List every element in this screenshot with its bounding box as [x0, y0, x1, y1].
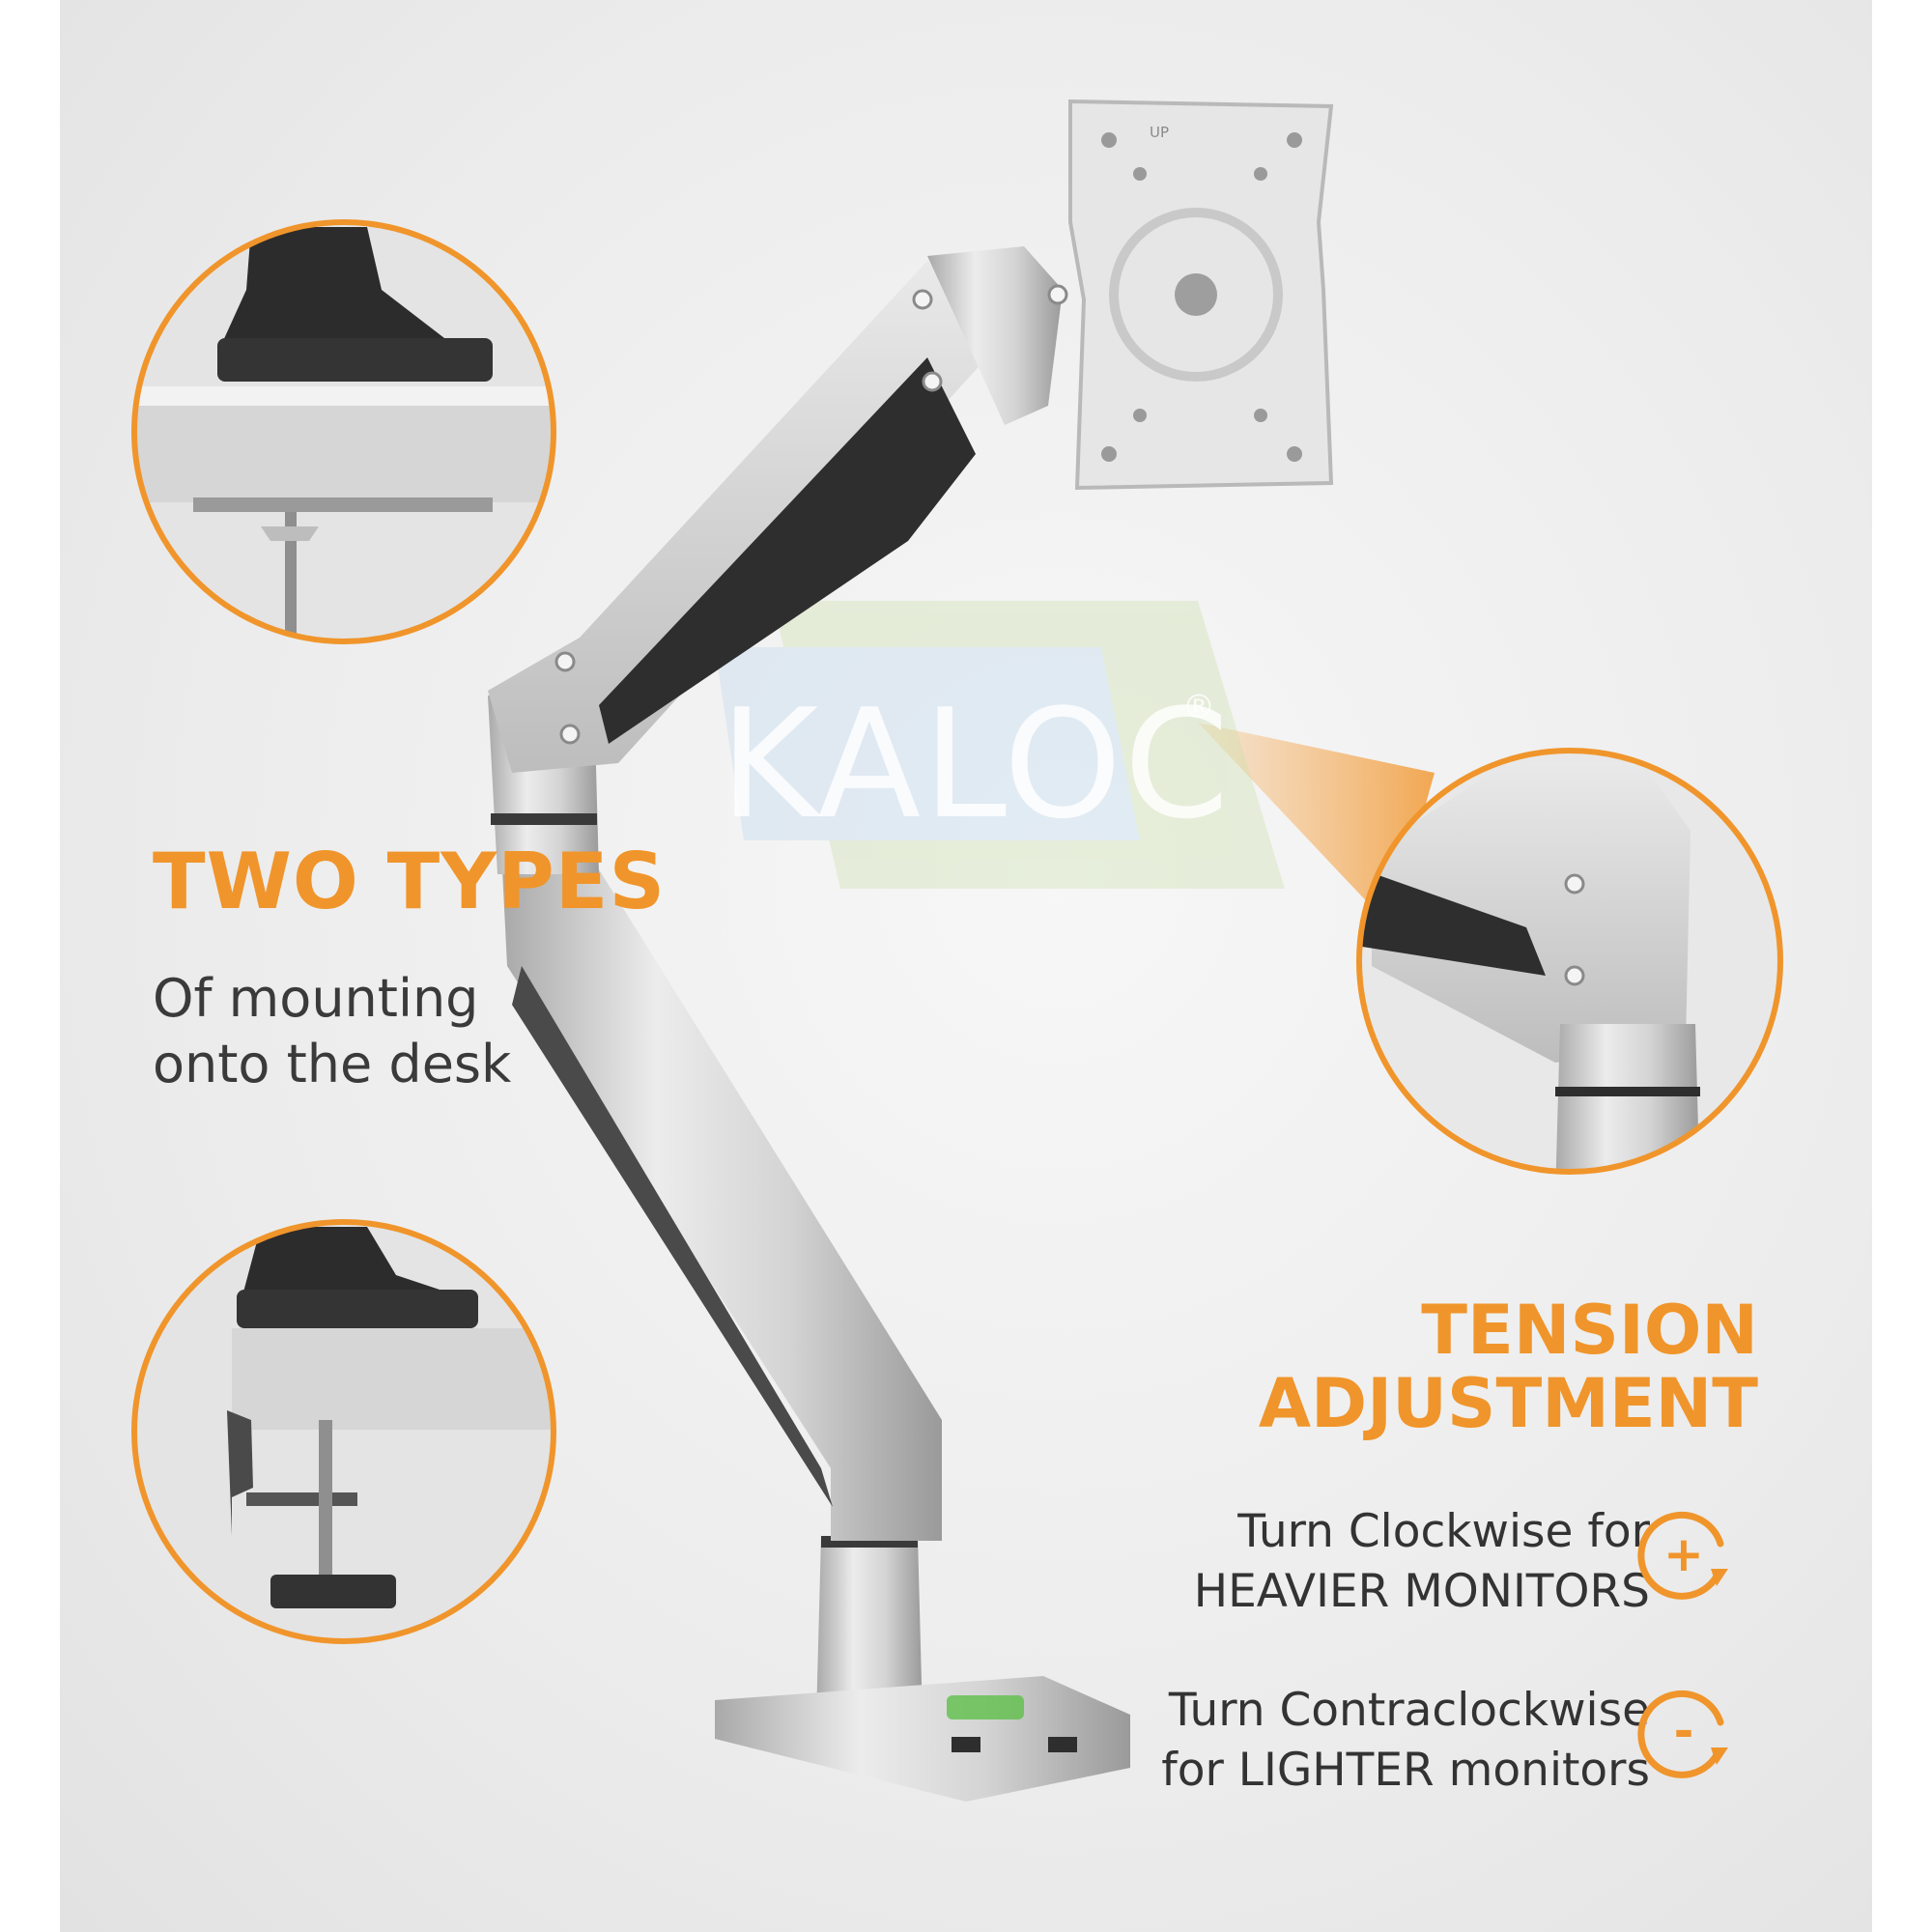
logo-watermark-shapes [715, 601, 1285, 889]
brand-registered-mark: ® [1182, 688, 1215, 726]
contraclockwise-line-1: Turn Contraclockwise [1168, 1684, 1650, 1737]
vesa-plate: UP [1068, 99, 1334, 491]
arm-head-joint [927, 246, 1063, 425]
arm-upper-segment [488, 261, 1005, 773]
contraclockwise-line-2: for LIGHTER monitors [1161, 1744, 1650, 1797]
arm-pole [816, 1536, 923, 1719]
brand-logo: KALOC [720, 676, 1232, 852]
tension-headline-line-1: TENSION [1421, 1291, 1758, 1370]
plus-symbol: + [1663, 1526, 1704, 1582]
mounting-line-2: onto the desk [153, 1034, 512, 1094]
mounting-headline: TWO TYPES [153, 837, 667, 926]
minus-rotate-icon: - [1637, 1690, 1728, 1778]
detail-tension-joint [1356, 748, 1783, 1175]
clockwise-instruction: Turn Clockwise for HEAVIER MONITORS [1194, 1502, 1650, 1622]
mounting-line-1: Of mounting [153, 968, 479, 1029]
tension-headline-line-2: ADJUSTMENT [1258, 1363, 1758, 1443]
clockwise-line-1: Turn Clockwise for [1237, 1505, 1650, 1558]
minus-symbol: - [1674, 1703, 1694, 1759]
detail-clamp-mount [131, 1219, 556, 1644]
contraclockwise-instruction: Turn Contraclockwise for LIGHTER monitor… [1161, 1681, 1650, 1801]
tension-headline: TENSION ADJUSTMENT [1258, 1291, 1758, 1443]
mounting-description: Of mounting onto the desk [153, 966, 511, 1097]
vesa-up-label: UP [1150, 124, 1169, 141]
clockwise-line-2: HEAVIER MONITORS [1193, 1565, 1650, 1618]
plus-rotate-icon: + [1637, 1511, 1728, 1600]
detail-grommet-mount [131, 219, 556, 644]
arm-lower-segment [502, 869, 942, 1541]
arm-base [715, 1676, 1130, 1802]
pivot-screws [554, 284, 1068, 745]
